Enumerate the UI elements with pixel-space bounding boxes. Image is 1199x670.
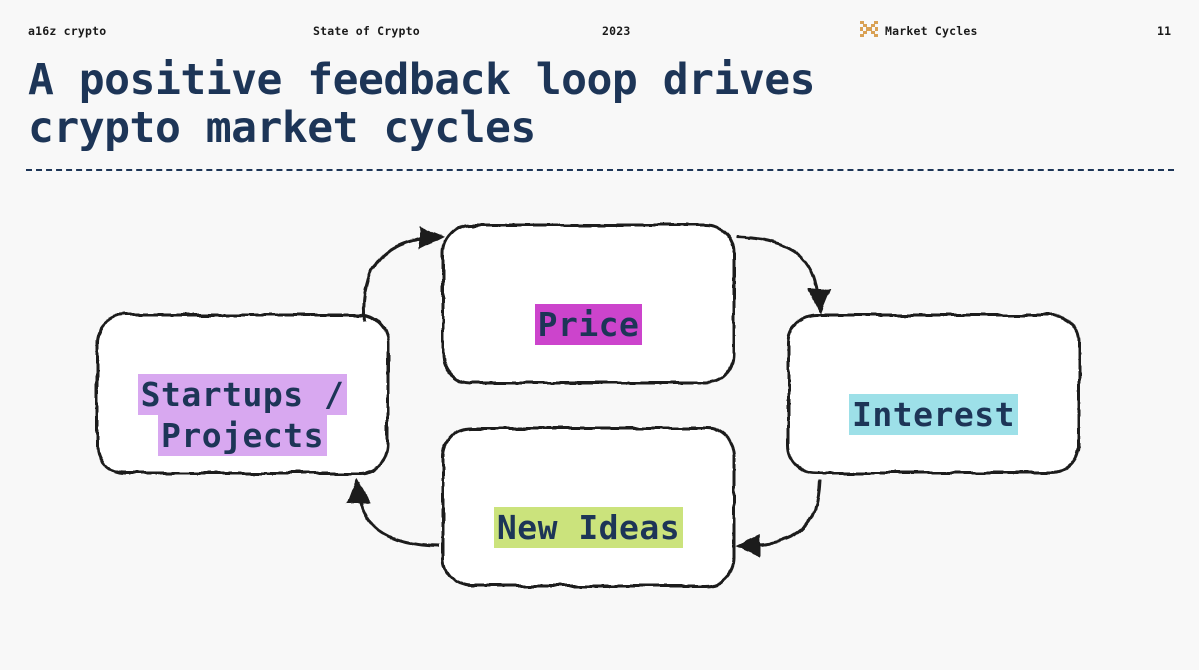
node-interest[interactable]: Interest xyxy=(788,315,1079,473)
title-divider xyxy=(26,169,1174,171)
arrow-interest-to-new-ideas xyxy=(735,479,822,558)
node-price-text: Price xyxy=(534,304,643,345)
node-interest-text: Interest xyxy=(849,394,1018,435)
hourglass-logo-icon xyxy=(858,21,880,39)
header-section-label: Market Cycles xyxy=(885,24,978,38)
node-new-ideas[interactable]: New Ideas xyxy=(443,428,734,586)
node-startups-label: Startups / Projects xyxy=(137,333,348,456)
header-report-name: State of Crypto xyxy=(313,24,420,38)
arrow-price-to-interest xyxy=(736,235,831,315)
header-year: 2023 xyxy=(602,24,631,38)
arrow-new-ideas-to-startups xyxy=(346,477,441,548)
page-title: A positive feedback loop drives crypto m… xyxy=(28,55,816,153)
node-startups[interactable]: Startups / Projects xyxy=(97,315,388,473)
arrow-startups-to-price xyxy=(362,226,445,322)
node-interest-label: Interest xyxy=(849,353,1018,435)
node-startups-text: Startups / Projects xyxy=(137,373,348,456)
header-page-number: 11 xyxy=(1157,24,1172,38)
slide-header: a16z crypto State of Crypto 2023 Mar xyxy=(0,0,1199,52)
header-brand: a16z crypto xyxy=(28,24,107,38)
node-price[interactable]: Price xyxy=(443,225,734,383)
node-new-ideas-label: New Ideas xyxy=(493,466,684,548)
node-price-label: Price xyxy=(534,263,643,345)
feedback-loop-diagram: Price Interest New Ideas Startups / Proj… xyxy=(0,195,1199,615)
node-new-ideas-text: New Ideas xyxy=(493,507,684,548)
